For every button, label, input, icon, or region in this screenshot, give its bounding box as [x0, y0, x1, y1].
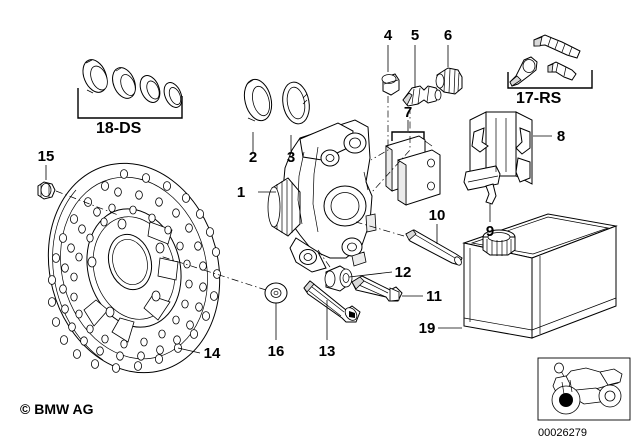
part-16-washer [264, 282, 288, 304]
callout-16: 16 [268, 343, 285, 360]
part-2-piston-seal-ring [243, 78, 273, 122]
callout-5: 5 [411, 27, 419, 44]
seal-ring-1 [82, 59, 108, 94]
callout-8: 8 [557, 128, 565, 145]
part-15-disc-mounting-nut [37, 181, 56, 200]
part-1-brake-caliper-body [267, 119, 377, 273]
legend-vehicle-icon-box [537, 357, 631, 421]
repair-wrench-tool [509, 56, 538, 87]
motorcycle-icon [551, 362, 623, 415]
part-19-brake-fluid-canister [462, 213, 618, 339]
callout-19: 19 [419, 320, 436, 337]
part-13-socket-head-bolt [303, 280, 361, 323]
part-11-hex-bolt [351, 275, 403, 302]
group-label-17rs: 17-RS [516, 90, 562, 107]
callout-1: 1 [237, 184, 245, 201]
repair-pin-short [547, 61, 577, 81]
callout-10: 10 [429, 207, 446, 224]
seal-ring-3 [139, 75, 161, 103]
part-6-banjo-screw [435, 67, 463, 95]
callout-4: 4 [384, 27, 393, 44]
part-5-bleeder-valve [402, 85, 442, 107]
group-18ds-piston-seal-kit: 18-DS [77, 59, 183, 137]
callout-6: 6 [444, 27, 452, 44]
part-7-brake-pad-set [385, 131, 441, 206]
repair-pin-long [533, 34, 581, 59]
canister-cap [482, 229, 516, 256]
part-3-retaining-ring [282, 81, 310, 125]
group-label-18ds: 18-DS [96, 120, 142, 137]
callout-3: 3 [287, 149, 295, 166]
callout-11: 11 [426, 288, 442, 305]
part-4-bleeder-cap [381, 73, 400, 96]
seal-ring-2 [112, 67, 136, 99]
part-8-pad-spring-retainer [463, 111, 533, 205]
callout-2: 2 [249, 149, 257, 166]
caliper-piston-housing [267, 177, 301, 237]
brace-17rs [507, 70, 593, 89]
copyright-notice: © BMW AG [20, 401, 94, 417]
part-14-brake-disc [47, 162, 221, 374]
part-10-guide-pin [405, 229, 463, 266]
leader-lines [45, 45, 552, 354]
front-wheel-highlight-dot [559, 393, 573, 407]
callout-9: 9 [486, 223, 494, 240]
diagram-part-number: 00026279 [538, 427, 587, 439]
callout-13: 13 [319, 343, 336, 360]
callout-labels: 1 2 3 4 5 6 7 8 9 10 11 12 13 14 15 16 1… [38, 27, 566, 362]
disc-drill-holes [48, 169, 221, 373]
callout-12: 12 [395, 264, 412, 281]
group-17rs-repair-set: 17-RS [507, 34, 593, 107]
seal-ring-4 [163, 82, 183, 108]
callout-14: 14 [204, 345, 221, 362]
callout-7: 7 [404, 104, 412, 121]
callout-15: 15 [38, 148, 55, 165]
brace-18ds [77, 88, 183, 119]
brace-7 [391, 131, 425, 141]
part-12-bushing [324, 265, 353, 292]
